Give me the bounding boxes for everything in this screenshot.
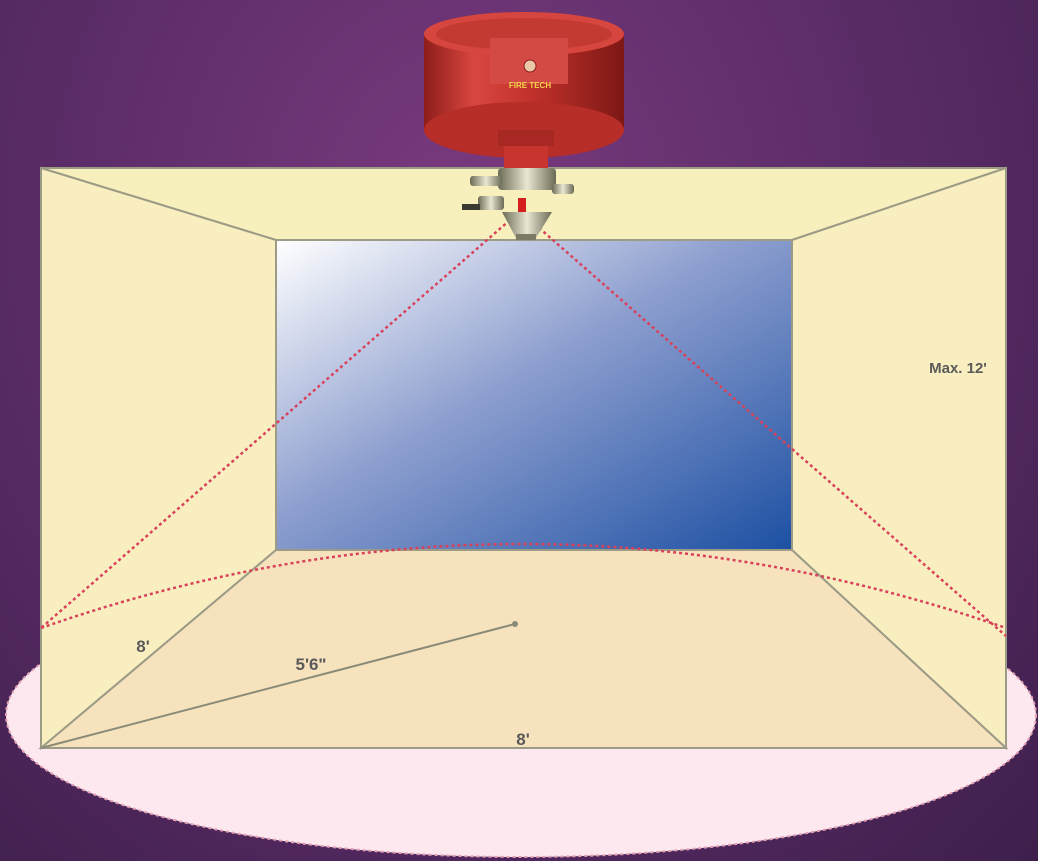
front-width-label: 8': [516, 730, 530, 749]
radius-label: 5'6": [295, 655, 326, 674]
brand-logo-icon: [523, 59, 537, 73]
coverage-arc: [40, 542, 1007, 630]
brand-text: FIRE TECH: [509, 81, 551, 90]
max-height-label: Max. 12': [929, 360, 987, 377]
radius-line: [40, 623, 516, 749]
center-point: [512, 621, 518, 627]
fire-extinguisher-icon: FIRE TECH: [424, 12, 624, 240]
side-depth-label: 8': [136, 637, 150, 656]
back-wall: [275, 239, 793, 551]
spray-cone-left: [40, 219, 511, 629]
